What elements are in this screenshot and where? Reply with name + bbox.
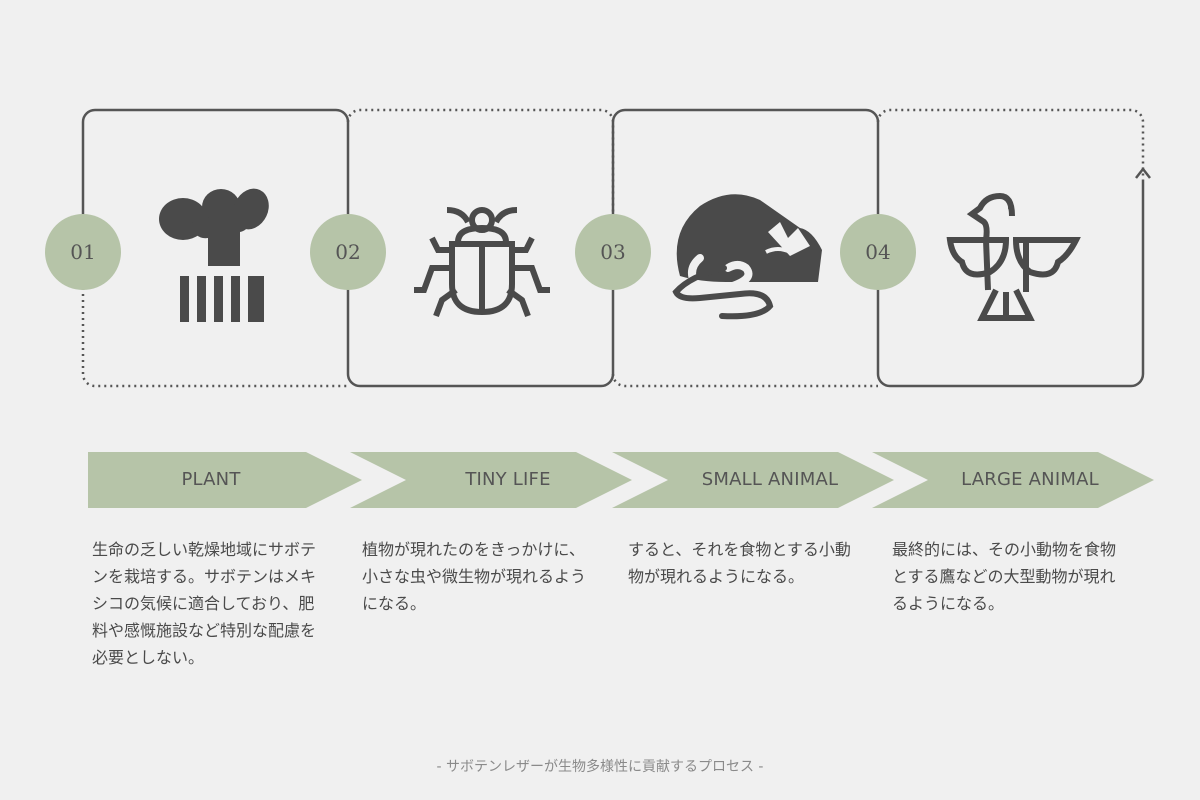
step-number: 01	[70, 240, 95, 264]
arrowhead-up-end	[1135, 166, 1151, 179]
chevron-arrow-small-animal	[612, 452, 894, 508]
step-description-tiny-life: 植物が現れたのをきっかけに、小さな虫や微生物が現れるようになる。	[362, 540, 587, 613]
step-marker-04: 04	[840, 214, 916, 290]
cycle-outline-solid-1	[81, 108, 350, 252]
cycle-outline-solid-2	[346, 252, 615, 388]
step-label-tiny-life: TINY LIFE	[465, 469, 551, 490]
chevron-arrow-large-animal	[872, 452, 1154, 508]
step-number: 02	[335, 240, 360, 264]
step-marker-03: 03	[575, 214, 651, 290]
step-marker-02: 02	[310, 214, 386, 290]
cycle-outline-dotted-4	[876, 108, 1145, 180]
step-description-small-animal: すると、それを食物とする小動物が現れるようになる。	[628, 540, 851, 586]
beetle-icon	[414, 207, 550, 318]
cycle-outline-dotted-3	[611, 373, 878, 388]
cycle-outline-solid-4	[876, 180, 1145, 388]
step-description-plant: 生命の乏しい乾燥地域にサボテンを栽培する。サボテンはメキシコの気候に適合しており…	[92, 540, 317, 667]
step-label-plant: PLANT	[181, 469, 241, 490]
step-label-small-animal: SMALL ANIMAL	[701, 469, 839, 490]
step-marker-01: 01	[45, 214, 121, 290]
diagram-caption: - サボテンレザーが生物多様性に貢献するプロセス -	[436, 759, 764, 775]
step-label-large-animal: LARGE ANIMAL	[961, 469, 1099, 490]
cactus-icon	[159, 188, 269, 322]
chevron-arrow-tiny-life	[350, 452, 632, 508]
cycle-outline-dotted-2	[346, 108, 615, 220]
eagle-icon	[946, 192, 1081, 321]
step-number: 04	[865, 240, 890, 264]
step-description-large-animal: 最終的には、その小動物を食物とする鷹などの大型動物が現れるようになる。	[892, 540, 1117, 613]
chevron-arrow-plant	[88, 452, 362, 508]
mouse-icon	[672, 194, 822, 320]
cycle-outline-solid-3	[611, 108, 880, 282]
step-number: 03	[600, 240, 625, 264]
